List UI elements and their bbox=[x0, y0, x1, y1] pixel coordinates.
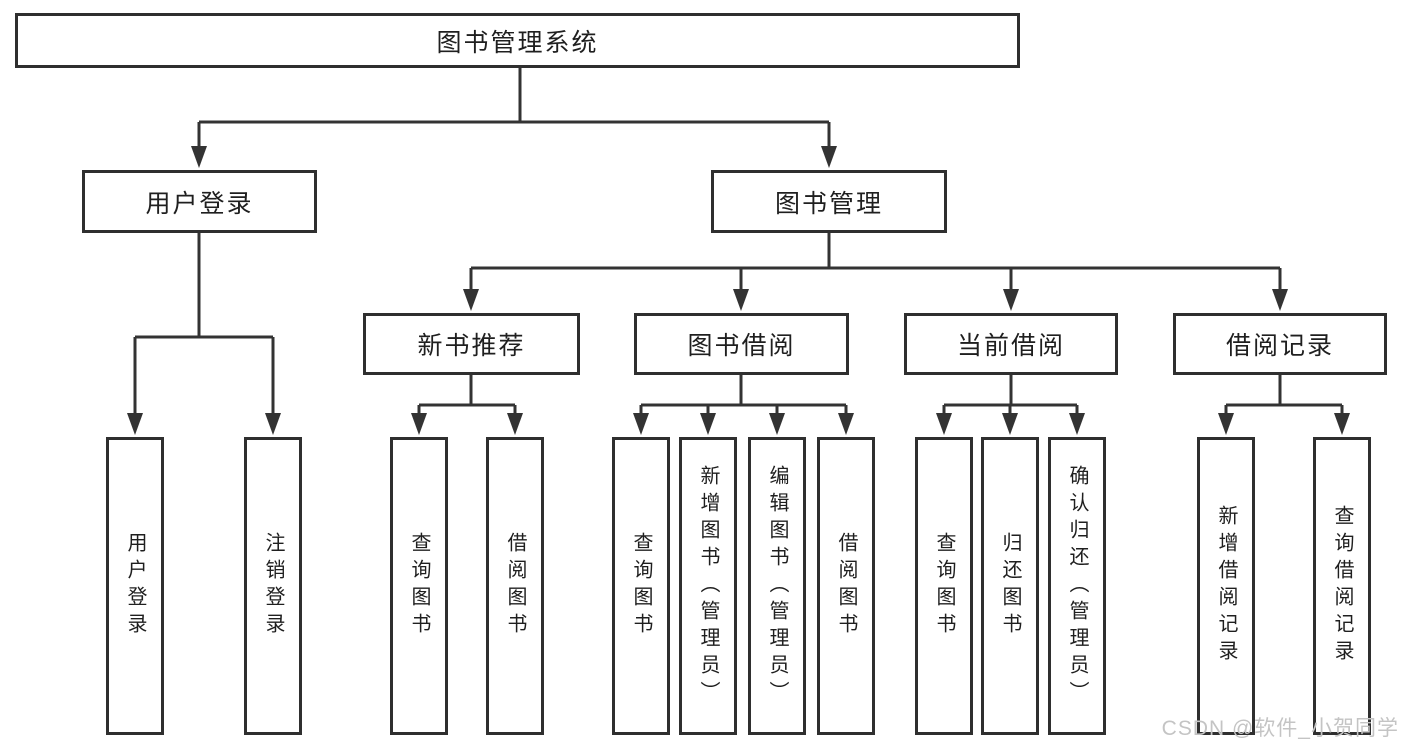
connector-current-borrow bbox=[942, 375, 1079, 414]
node-new-book-recommend: 新书推荐 bbox=[363, 313, 580, 375]
node-current-borrow: 当前借阅 bbox=[904, 313, 1118, 375]
arrow-down-icon bbox=[769, 413, 785, 435]
leaf-logout: 注销登录 bbox=[244, 437, 302, 735]
arrow-down-icon bbox=[733, 289, 749, 311]
leaf-return-books: 归还图书 bbox=[981, 437, 1039, 735]
arrow-down-icon bbox=[633, 413, 649, 435]
node-borrow-records: 借阅记录 bbox=[1173, 313, 1387, 375]
node-current-borrow-label: 当前借阅 bbox=[956, 332, 1065, 360]
node-book-management-label: 图书管理 bbox=[774, 189, 883, 218]
node-user-login-label: 用户登录 bbox=[145, 189, 254, 218]
leaf-return-books-label: 归还图书 bbox=[999, 532, 1021, 640]
node-new-book-recommend-label: 新书推荐 bbox=[417, 332, 526, 360]
leaf-user-login-label: 用户登录 bbox=[124, 532, 146, 640]
arrow-down-icon bbox=[821, 146, 837, 168]
arrow-down-icon bbox=[1069, 413, 1085, 435]
leaf-borrow-books-1: 借阅图书 bbox=[486, 437, 544, 735]
arrow-down-icon bbox=[1334, 413, 1350, 435]
leaf-edit-books-admin-label: 编辑图书（管理员） bbox=[766, 464, 788, 708]
leaf-user-login: 用户登录 bbox=[106, 437, 164, 735]
leaf-add-borrow-record: 新增借阅记录 bbox=[1197, 437, 1255, 735]
leaf-confirm-return-admin: 确认归还（管理员） bbox=[1048, 437, 1106, 735]
arrow-down-icon bbox=[1218, 413, 1234, 435]
arrow-down-icon bbox=[1272, 289, 1288, 311]
arrow-down-icon bbox=[1003, 289, 1019, 311]
leaf-borrow-books-1-label: 借阅图书 bbox=[504, 532, 526, 640]
connector-user-login bbox=[133, 233, 275, 414]
leaf-query-books-3: 查询图书 bbox=[915, 437, 973, 735]
node-book-borrow-label: 图书借阅 bbox=[687, 332, 796, 360]
connector-borrow-records bbox=[1224, 375, 1344, 414]
arrow-down-icon bbox=[127, 413, 143, 435]
leaf-query-borrow-record-label: 查询借阅记录 bbox=[1331, 505, 1353, 667]
leaf-logout-label: 注销登录 bbox=[262, 532, 284, 640]
csdn-watermark: CSDN @软件_小贺同学 bbox=[1161, 717, 1399, 740]
leaf-borrow-books-2-label: 借阅图书 bbox=[835, 532, 857, 640]
leaf-add-borrow-record-label: 新增借阅记录 bbox=[1215, 505, 1237, 667]
node-book-borrow: 图书借阅 bbox=[634, 313, 849, 375]
arrowheads bbox=[127, 146, 1350, 435]
leaf-query-books-3-label: 查询图书 bbox=[933, 532, 955, 640]
leaf-query-books-2-label: 查询图书 bbox=[630, 532, 652, 640]
connector-root bbox=[197, 68, 831, 147]
node-user-login: 用户登录 bbox=[82, 170, 317, 233]
leaf-borrow-books-2: 借阅图书 bbox=[817, 437, 875, 735]
arrow-down-icon bbox=[463, 289, 479, 311]
leaf-add-books-admin: 新增图书（管理员） bbox=[679, 437, 737, 735]
leaf-query-books-1-label: 查询图书 bbox=[408, 532, 430, 640]
arrow-down-icon bbox=[700, 413, 716, 435]
arrow-down-icon bbox=[265, 413, 281, 435]
arrow-down-icon bbox=[936, 413, 952, 435]
node-borrow-records-label: 借阅记录 bbox=[1225, 332, 1334, 360]
leaf-query-books-2: 查询图书 bbox=[612, 437, 670, 735]
connector-book-borrow bbox=[639, 375, 848, 414]
leaf-add-books-admin-label: 新增图书（管理员） bbox=[697, 464, 719, 708]
leaf-query-books-1: 查询图书 bbox=[390, 437, 448, 735]
arrow-down-icon bbox=[838, 413, 854, 435]
connector-book-management bbox=[469, 233, 1282, 291]
node-root: 图书管理系统 bbox=[15, 13, 1020, 68]
leaf-edit-books-admin: 编辑图书（管理员） bbox=[748, 437, 806, 735]
connector-new-book bbox=[417, 375, 517, 414]
arrow-down-icon bbox=[507, 413, 523, 435]
arrow-down-icon bbox=[1002, 413, 1018, 435]
node-root-label: 图书管理系统 bbox=[436, 28, 599, 57]
arrow-down-icon bbox=[191, 146, 207, 168]
arrow-down-icon bbox=[411, 413, 427, 435]
leaf-confirm-return-admin-label: 确认归还（管理员） bbox=[1066, 464, 1088, 708]
node-book-management: 图书管理 bbox=[711, 170, 947, 233]
leaf-query-borrow-record: 查询借阅记录 bbox=[1313, 437, 1371, 735]
